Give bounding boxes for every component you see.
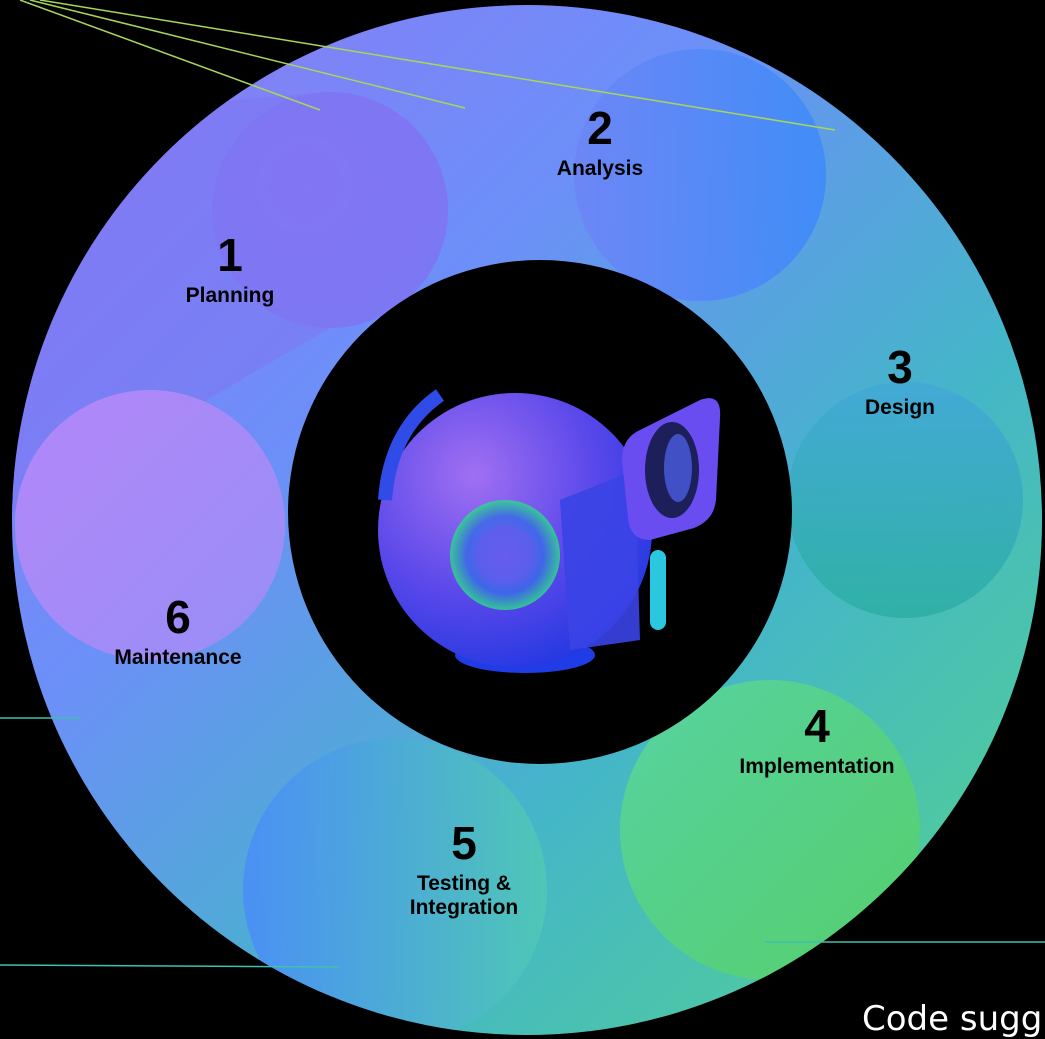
stage-2-blob — [574, 49, 826, 301]
caption-text: Code sugg C — [862, 997, 1042, 1039]
stage-6-number: 6 — [165, 591, 191, 643]
stage-1-label: 1 Planning — [186, 232, 275, 308]
stage-5-name-line2: Integration — [409, 896, 519, 920]
copilot-helmet-icon — [378, 389, 721, 673]
stage-1-name: Planning — [185, 284, 275, 307]
stage-2-number: 2 — [587, 102, 613, 154]
stage-5-blob — [243, 738, 547, 1035]
stage-5-label: 5 Testing & Integration — [410, 820, 519, 920]
stage-4-number: 4 — [804, 700, 830, 752]
stage-5-number: 5 — [451, 817, 477, 869]
stage-2-name: Analysis — [556, 157, 644, 180]
stage-4-label: 4 Implementation — [739, 703, 894, 779]
stage-6-label: 6 Maintenance — [114, 594, 241, 670]
stage-3-label: 3 Design — [865, 344, 935, 420]
stage-4-name: Implementation — [739, 755, 895, 778]
callout-lines — [0, 0, 1045, 968]
stage-6-blob — [15, 390, 285, 660]
stage-3-blob — [787, 382, 1023, 618]
stage-1-number: 1 — [217, 229, 243, 281]
caption-line-1: Code sugg — [862, 999, 1043, 1039]
stage-3-name: Design — [864, 396, 936, 419]
stage-6-name: Maintenance — [114, 646, 242, 669]
stage-5-name: Testing & — [416, 872, 512, 895]
stage-4-blob — [620, 680, 920, 980]
stage-2-label: 2 Analysis — [557, 105, 643, 181]
stage-3-number: 3 — [887, 341, 913, 393]
